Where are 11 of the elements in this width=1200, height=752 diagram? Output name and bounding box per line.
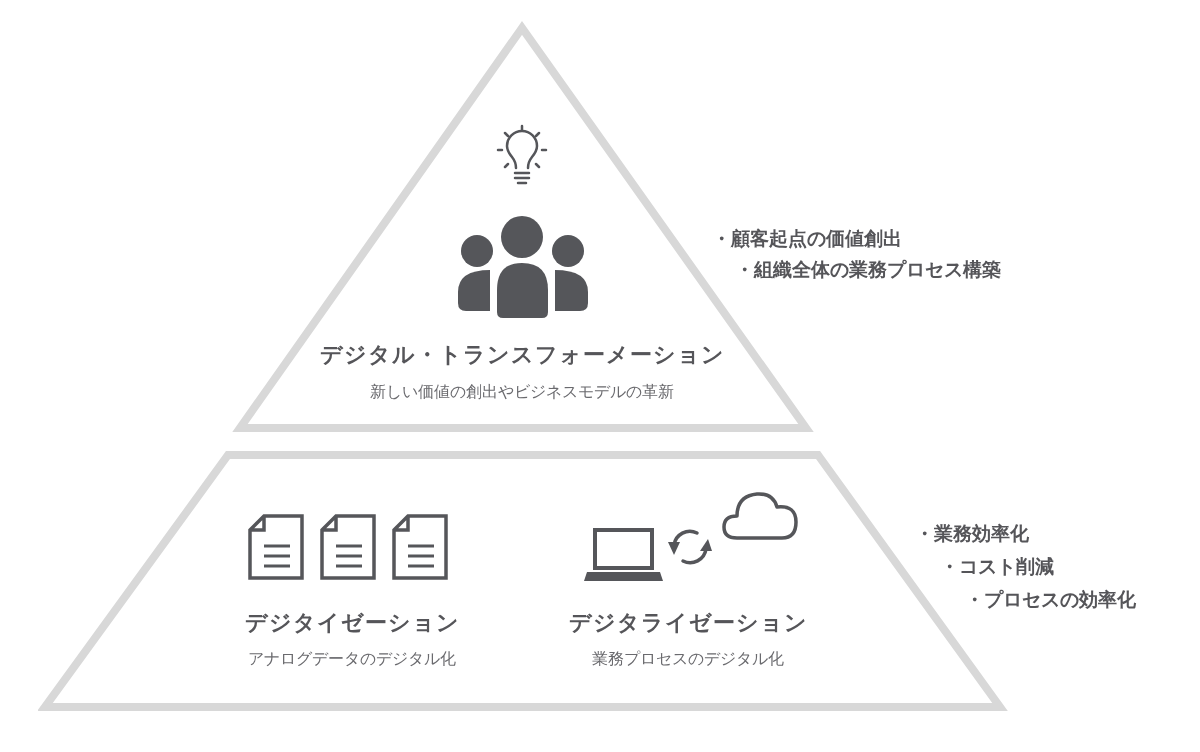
tier-title: デジタル・トランスフォーメーション [319,342,725,369]
tier-subtitle: 業務プロセスのデジタル化 [592,649,784,669]
bullet-text: ・顧客起点の価値創出 [712,227,902,250]
tier-title: デジタライゼーション [568,610,808,637]
bullet-text: ・業務効率化 [915,522,1029,545]
bullet-text: ・プロセスの効率化 [965,588,1136,611]
tier-subtitle: アナログデータのデジタル化 [248,649,456,669]
tier-title: デジタイゼーション [244,610,460,637]
bullet-text: ・コスト削減 [940,555,1054,578]
tier-subtitle: 新しい価値の創出やビジネスモデルの革新 [370,382,674,402]
bullet-text: ・組織全体の業務プロセス構築 [735,258,1001,281]
